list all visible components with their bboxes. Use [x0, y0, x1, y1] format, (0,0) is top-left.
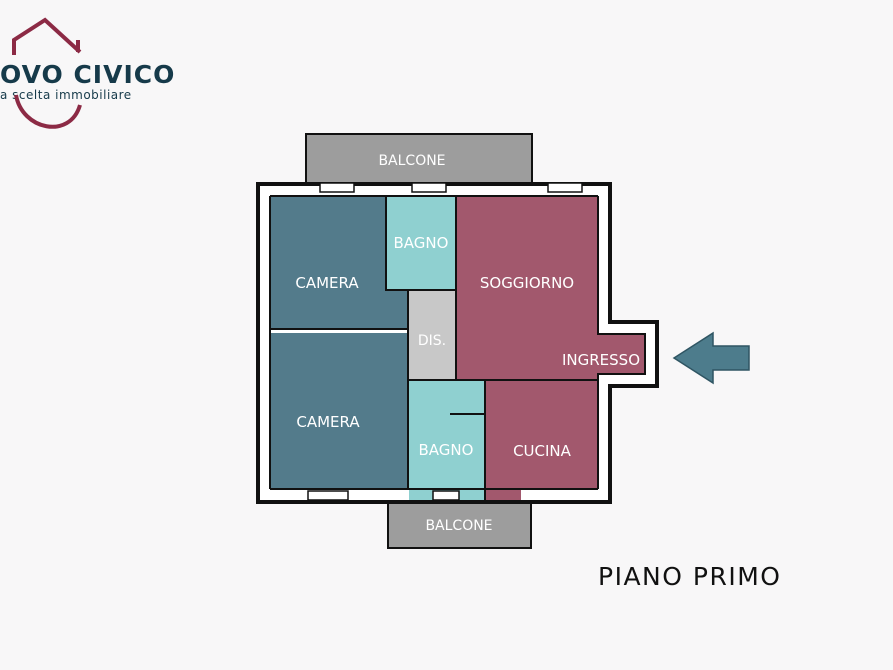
- soggiorno-label: SOGGIORNO: [480, 274, 574, 292]
- floor-title: PIANO PRIMO: [598, 562, 782, 591]
- room-disimpegno: [409, 290, 456, 380]
- room-bagno-top: [386, 196, 456, 290]
- disimpegno-label: DIS.: [418, 333, 446, 349]
- bagno-top-label: BAGNO: [394, 234, 449, 252]
- bagno-bottom-label: BAGNO: [419, 441, 474, 459]
- balcony-bottom: [387, 500, 532, 549]
- room-bagno-bottom: [409, 380, 485, 500]
- room-camera-bottom: [270, 333, 408, 489]
- balcony-bottom-label: BALCONE: [425, 518, 492, 534]
- arrow-left-icon: [672, 331, 750, 385]
- logo-name: OVO CIVICO: [0, 60, 176, 89]
- cucina-label: CUCINA: [513, 442, 572, 460]
- logo-tagline: a scelta immobiliare: [0, 88, 132, 102]
- balcony-top-label: BALCONE: [378, 153, 445, 169]
- logo-house-icon: [12, 17, 82, 129]
- balcony-top: [305, 133, 533, 184]
- ingresso-label: INGRESSO: [562, 351, 640, 369]
- camera-bottom-label: CAMERA: [296, 413, 360, 431]
- camera-top-label: CAMERA: [295, 274, 359, 292]
